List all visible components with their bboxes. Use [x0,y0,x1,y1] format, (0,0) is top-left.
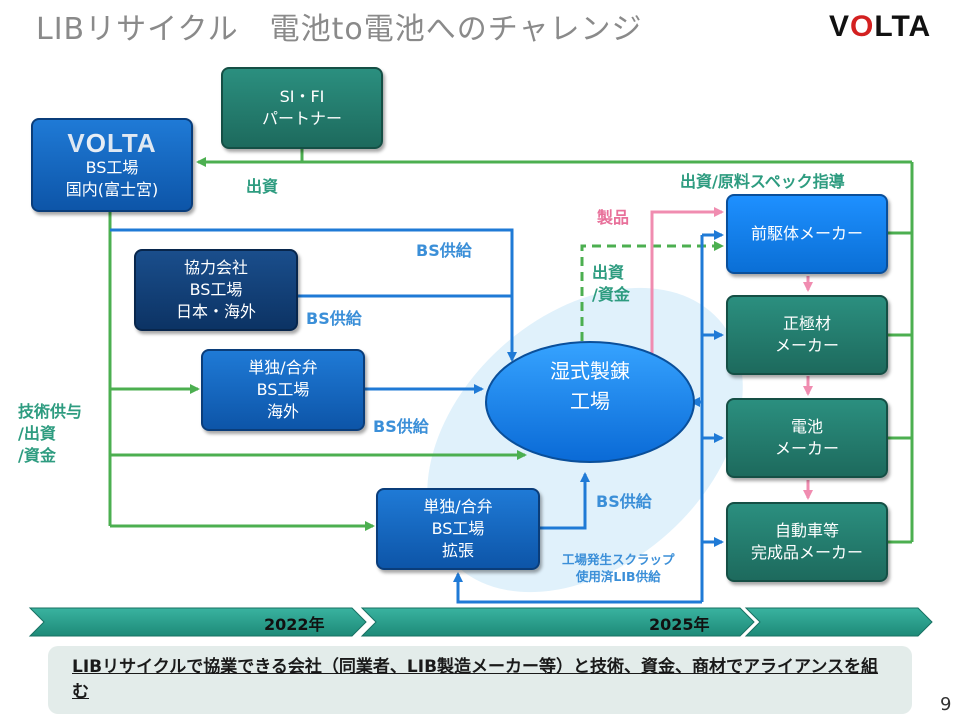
cathode-line-1: 正極材 [782,314,831,333]
scrap-line-2: 使用済LIB供給 [575,569,661,584]
partner-line-3: 日本・海外 [175,302,256,321]
partner-line-1: 協力会社 [183,258,248,277]
investment-spec-label: 出資/原料スペック指導 [680,172,845,191]
automaker-line-2: 完成品メーカー [750,543,863,562]
tech-support-line-3: /資金 [18,446,56,465]
precursor-maker-box: 前駆体メーカー [726,194,888,274]
tech-support-line-1: 技術供与 [18,402,83,421]
si-fi-line-1: SI・FI [279,87,325,106]
wet-plant-line-1: 湿式製錬 [550,359,630,383]
si-fi-partner-box: SI・FI パートナー [221,67,383,149]
partner-line-2: BS工場 [189,280,243,299]
invest-fund-label: 出資 /資金 [592,262,630,306]
alliance-note-text: LIBリサイクルで協業できる会社（同業者、LIB製造メーカー等）と技術、資金、商… [72,657,879,702]
bs-supply-label-3: BS供給 [373,417,429,436]
scrap-supply-label: 工場発生スクラップ 使用済LIB供給 [562,551,675,585]
expansion-line-1: 単独/合弁 [423,497,493,516]
timeline-bar [28,607,933,637]
product-label: 製品 [597,208,630,227]
cathode-maker-box: 正極材 メーカー [726,295,888,375]
volta-box-line-1: BS工場 [85,158,139,177]
tech-support-label: 技術供与 /出資 /資金 [18,401,82,467]
page-title: LIBリサイクル 電池to電池へのチャレンジ [36,12,643,47]
precursor-label: 前駆体メーカー [750,224,863,243]
overseas-bs-plant-box: 単独/合弁 BS工場 海外 [201,349,365,431]
year-2022-label: 2022年 [264,615,325,634]
wet-plant-ellipse [485,341,695,463]
scrap-line-1: 工場発生スクラップ [562,552,675,567]
automaker-box: 自動車等 完成品メーカー [726,502,888,582]
overseas-line-1: 単独/合弁 [248,358,318,377]
expansion-line-2: BS工場 [431,519,485,538]
page-number: 9 [940,694,952,715]
volta-bs-plant-box: VOLTA BS工場 国内(富士宮) [31,118,193,212]
cathode-line-2: メーカー [774,336,839,355]
expansion-line-3: 拡張 [441,541,474,560]
alliance-note: LIBリサイクルで協業できる会社（同業者、LIB製造メーカー等）と技術、資金、商… [48,646,912,714]
invest-fund-line-2: /資金 [592,285,630,304]
investment-label: 出資 [246,177,279,196]
automaker-line-1: 自動車等 [774,521,839,540]
bs-supply-label-1: BS供給 [416,241,472,260]
tech-support-line-2: /出資 [18,424,56,443]
battery-maker-box: 電池 メーカー [726,398,888,478]
bs-supply-label-2: BS供給 [306,309,362,328]
overseas-line-3: 海外 [266,402,299,421]
si-fi-line-2: パートナー [261,109,342,128]
year-2025-label: 2025年 [649,615,710,634]
volta-box-line-2: 国内(富士宮) [65,180,159,199]
expansion-bs-plant-box: 単独/合弁 BS工場 拡張 [376,488,540,570]
volta-box-logo: VOLTA [67,128,157,158]
battery-line-1: 電池 [790,417,823,436]
wet-plant-line-2: 工場 [570,389,610,413]
overseas-line-2: BS工場 [256,380,310,399]
bs-supply-label-4: BS供給 [596,492,652,511]
battery-line-2: メーカー [774,439,839,458]
partner-bs-plant-box: 協力会社 BS工場 日本・海外 [134,249,298,331]
volta-logo: VOLTA [829,10,932,43]
invest-fund-line-1: 出資 [592,263,625,282]
wet-plant-label: 湿式製錬 工場 [488,356,692,416]
